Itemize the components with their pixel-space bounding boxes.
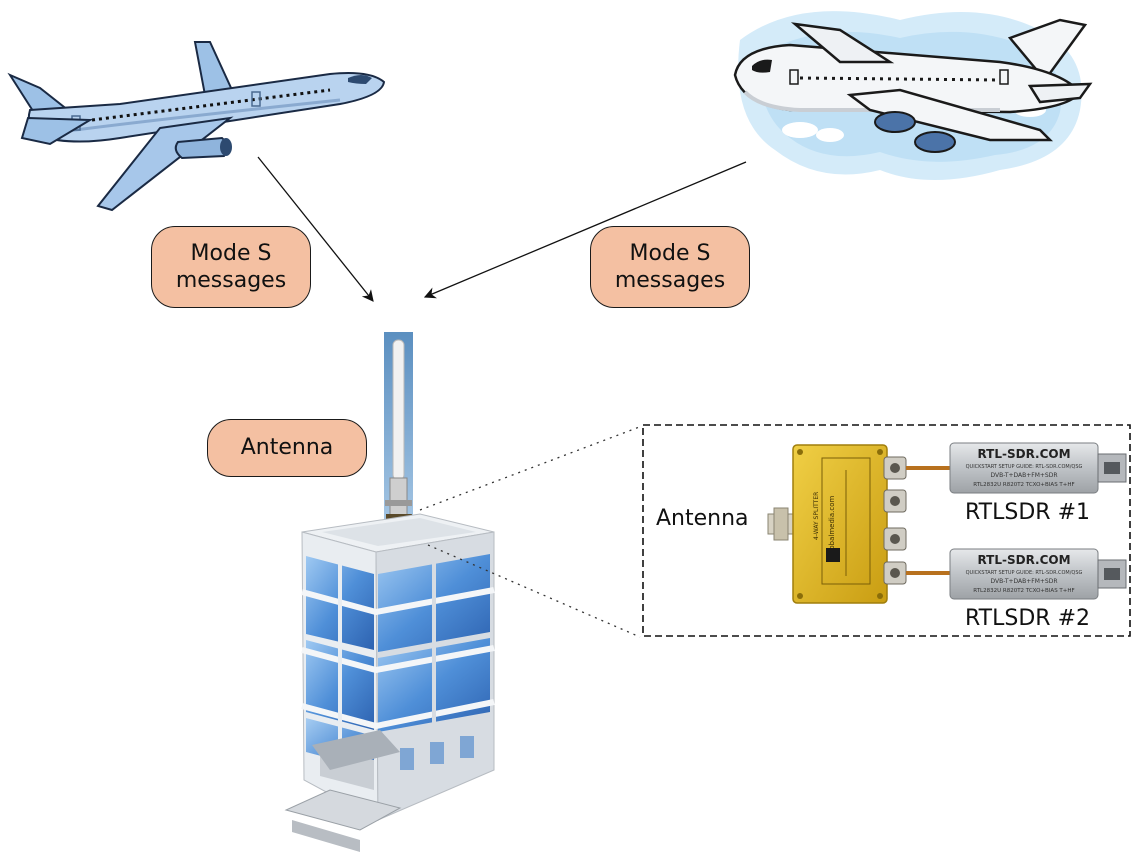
airplane-left-icon xyxy=(7,41,386,212)
dongle-2-line-b: DVB-T+DAB+FM+SDR xyxy=(990,578,1057,585)
mode-s-left-line2: messages xyxy=(175,268,287,293)
dongle-1-line-a: QUICKSTART SETUP GUIDE: RTL-SDR.COM/QSG xyxy=(966,464,1083,470)
building-icon xyxy=(284,513,495,852)
rtlsdr-2-label: RTLSDR #2 xyxy=(965,606,1090,631)
antenna-pill-label: Antenna xyxy=(207,419,367,477)
mode-s-right-line2: messages xyxy=(614,268,726,293)
dongle-1-line-b: DVB-T+DAB+FM+SDR xyxy=(990,472,1057,479)
antenna-mast-photo xyxy=(384,332,413,534)
mode-s-right-line1: Mode S xyxy=(629,240,711,266)
receiver-inset-box xyxy=(642,424,1131,637)
airplane-right-icon xyxy=(733,11,1093,181)
dongle-2-line-c: RTL2832U R820T2 TCXO+BIAS T+HF xyxy=(973,588,1074,594)
mode-s-messages-right-label: Mode S messages xyxy=(590,226,750,308)
rtlsdr-1-label: RTLSDR #1 xyxy=(965,500,1090,525)
antenna-pill-text: Antenna xyxy=(240,435,334,461)
splitter-photo: globalmedia.com 4-WAY SPLITTER xyxy=(767,444,950,604)
splitter-model-text: 4-WAY SPLITTER xyxy=(813,492,820,540)
dongle-1-brand: RTL-SDR.COM xyxy=(977,447,1070,461)
arrow-left-plane-to-antenna xyxy=(257,156,374,302)
callout-line-top xyxy=(419,425,643,511)
mode-s-left-line1: Mode S xyxy=(190,240,272,266)
mode-s-messages-left-label: Mode S messages xyxy=(151,226,311,308)
splitter-brand-text: globalmedia.com xyxy=(828,495,836,556)
rtlsdr-dongle-1-photo: RTL-SDR.COM QUICKSTART SETUP GUIDE: RTL-… xyxy=(949,442,1127,494)
arrow-right-plane-to-antenna xyxy=(423,161,747,299)
dongle-2-brand: RTL-SDR.COM xyxy=(977,553,1070,567)
dongle-1-line-c: RTL2832U R820T2 TCXO+BIAS T+HF xyxy=(973,482,1074,488)
antenna-input-label: Antenna xyxy=(656,506,749,531)
dongle-2-line-a: QUICKSTART SETUP GUIDE: RTL-SDR.COM/QSG xyxy=(966,570,1083,576)
rtlsdr-dongle-2-photo: RTL-SDR.COM QUICKSTART SETUP GUIDE: RTL-… xyxy=(949,548,1127,600)
